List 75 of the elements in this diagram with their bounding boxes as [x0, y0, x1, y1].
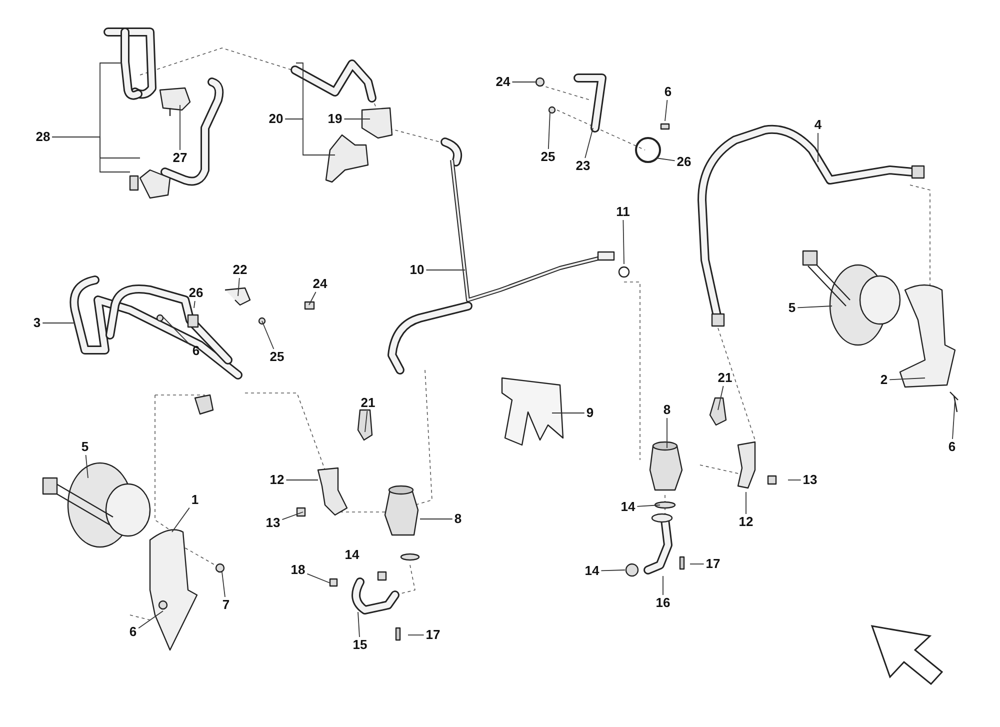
callout-number: 6 [128, 625, 138, 639]
leader-line [162, 316, 191, 346]
callout-number: 7 [221, 598, 231, 612]
leader-line [172, 507, 190, 532]
leader-line [666, 418, 668, 448]
leader-line [222, 572, 226, 598]
callout-number: 6 [947, 440, 957, 454]
callout-number: 22 [232, 263, 248, 277]
leader-line [194, 300, 196, 308]
callout-number: 14 [584, 564, 600, 578]
callout-number: 3 [32, 316, 42, 330]
leader-line [358, 612, 360, 638]
callout-number: 19 [326, 112, 344, 126]
callout-number: 13 [264, 516, 282, 530]
leader-line [282, 512, 304, 520]
leader-line [797, 306, 832, 308]
callout-number: 8 [662, 403, 672, 417]
leader-line [662, 576, 664, 596]
callout-number: 18 [290, 563, 306, 577]
leader-line [138, 610, 164, 629]
callout-number: 5 [80, 440, 90, 454]
leader-line [408, 634, 424, 636]
callout-number: 23 [574, 159, 592, 173]
callout-number: 28 [34, 130, 52, 144]
callout-number: 4 [813, 118, 823, 132]
callout-number: 6 [191, 344, 201, 358]
callout-number: 25 [540, 150, 556, 164]
leader-line [656, 158, 676, 162]
callout-number: 17 [704, 557, 722, 571]
leader-line [52, 136, 130, 172]
callout-number: 24 [312, 277, 328, 291]
callout-number: 9 [585, 406, 595, 420]
leader-line [584, 128, 594, 158]
callout-number: 13 [802, 473, 818, 487]
callout-number: 12 [738, 515, 754, 529]
leader-line [306, 573, 330, 584]
callout-number: 26 [188, 286, 204, 300]
leader-line [284, 118, 336, 156]
leader-line [308, 292, 316, 306]
leader-line [718, 386, 724, 410]
callout-number: 25 [268, 350, 286, 364]
callout-number: 5 [787, 301, 797, 315]
callout-number: 15 [352, 638, 368, 652]
callout-number: 21 [716, 371, 734, 385]
leader-line [636, 504, 660, 507]
callout-number: 12 [268, 473, 286, 487]
callout-number: 2 [879, 373, 889, 387]
callout-number: 20 [268, 112, 284, 126]
callout-number: 27 [172, 151, 188, 165]
callout-number: 10 [408, 263, 426, 277]
leader-line [664, 100, 668, 122]
leader-line [952, 400, 956, 440]
leader-line [622, 220, 624, 264]
leader-line [344, 118, 370, 120]
callout-number: 24 [494, 75, 512, 89]
leader-line [600, 570, 626, 572]
leader-line [85, 454, 88, 478]
callout-number: 11 [615, 205, 631, 219]
callout-number: 14 [344, 548, 360, 562]
leader-line [548, 112, 550, 150]
callout-number: 26 [676, 155, 692, 169]
leader-line [364, 410, 368, 432]
leader-line [552, 412, 585, 414]
callout-number: 8 [453, 512, 463, 526]
callout-number: 16 [654, 596, 672, 610]
callout-number: 14 [620, 500, 636, 514]
leader-line [420, 518, 453, 520]
callout-number: 21 [360, 396, 376, 410]
leader-line [238, 278, 240, 296]
callout-number: 6 [663, 85, 673, 99]
callout-number: 17 [424, 628, 442, 642]
leader-line [889, 378, 926, 380]
callout-number: 1 [190, 493, 200, 507]
leader-line [262, 320, 274, 350]
leader-line [42, 322, 76, 324]
